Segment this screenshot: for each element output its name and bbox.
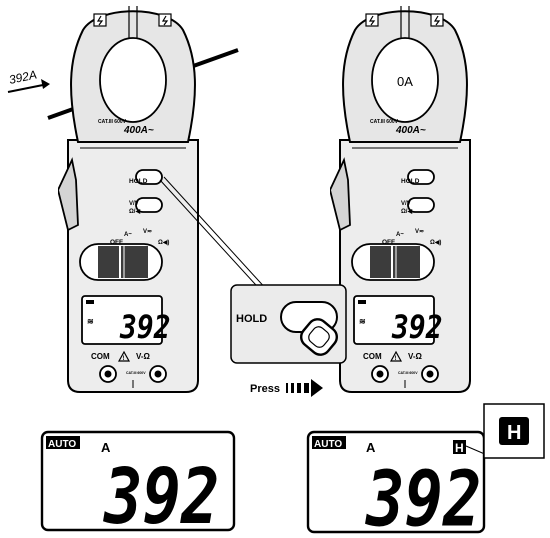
hold-button[interactable] — [136, 170, 162, 184]
mode-button-label-top: V/V — [401, 201, 411, 207]
finger-press-icon — [299, 318, 339, 356]
press-instruction: Press — [250, 383, 280, 395]
hold-badge: H — [465, 403, 545, 459]
dial-v-label: V≂ — [143, 229, 152, 235]
rotary-dial[interactable] — [352, 244, 434, 280]
auto-indicator: AUTO — [314, 439, 342, 450]
unit-indicator: A — [101, 440, 111, 455]
current-value-label: 392A — [8, 67, 38, 87]
display-reading: 392 — [364, 454, 481, 538]
mode-button-label-top: V/V — [129, 201, 139, 207]
rotary-dial[interactable] — [80, 244, 162, 280]
cat-rating-label: CAT.III 600V~ — [98, 119, 129, 125]
unit-indicator: A — [366, 440, 376, 455]
mode-button-label-bottom: Ω/◀ — [129, 208, 140, 215]
v-ohm-jack-label: V-Ω — [136, 352, 151, 361]
dial-ohm-label: Ω◀) — [430, 239, 441, 246]
dial-a-label: A~ — [124, 232, 132, 238]
clamp-meter-right: 0A CAT.III 600V~ 400A~ HOLD V/V Ω/◀ OFF … — [330, 5, 471, 393]
warning-icon: ! — [389, 350, 403, 362]
hold-callout: HOLD — [159, 176, 347, 364]
svg-text:!: ! — [395, 356, 397, 362]
hold-button-label: HOLD — [129, 178, 148, 185]
v-ohm-jack-label: V-Ω — [408, 352, 423, 361]
mode-button[interactable] — [136, 198, 162, 212]
jaw-reading: 0A — [397, 74, 413, 89]
callout-hold-label: HOLD — [236, 313, 267, 325]
mode-button-label-bottom: Ω/◀ — [401, 208, 412, 215]
cat-rating-label: CAT.III 600V~ — [370, 119, 401, 125]
hold-button-label: HOLD — [401, 178, 420, 185]
lcd-reading: 392 — [391, 309, 442, 346]
range-label: 400A~ — [123, 125, 154, 136]
jack-rating-label: CAT.III 600V — [398, 371, 418, 375]
display-right: AUTO A H 392 — [306, 430, 486, 538]
dial-a-label: A~ — [396, 232, 404, 238]
hold-badge-label: H — [507, 422, 521, 444]
jack-rating-label: CAT.III 600V — [126, 371, 146, 375]
dial-off-label: OFF — [382, 239, 395, 246]
mode-button[interactable] — [408, 198, 434, 212]
dial-off-label: OFF — [110, 239, 123, 246]
press-arrow-icon — [286, 379, 323, 397]
com-jack-label: COM — [363, 352, 382, 361]
dial-v-label: V≂ — [415, 229, 424, 235]
lcd-reading: 392 — [119, 309, 170, 346]
auto-indicator: AUTO — [48, 439, 76, 450]
hold-button[interactable] — [408, 170, 434, 184]
svg-text:!: ! — [123, 356, 125, 362]
clamp-meter-left: CAT.III 600V~ 400A~ HOLD V/V Ω/◀ OFF A~ … — [58, 5, 199, 393]
warning-icon: ! — [117, 350, 131, 362]
current-direction-arrow — [7, 79, 50, 93]
com-jack-label: COM — [91, 352, 110, 361]
range-label: 400A~ — [395, 125, 426, 136]
display-left: AUTO A 392 — [40, 430, 236, 538]
hold-indicator: H — [455, 441, 464, 455]
display-reading: 392 — [102, 451, 219, 538]
dial-ohm-label: Ω◀) — [158, 239, 169, 246]
